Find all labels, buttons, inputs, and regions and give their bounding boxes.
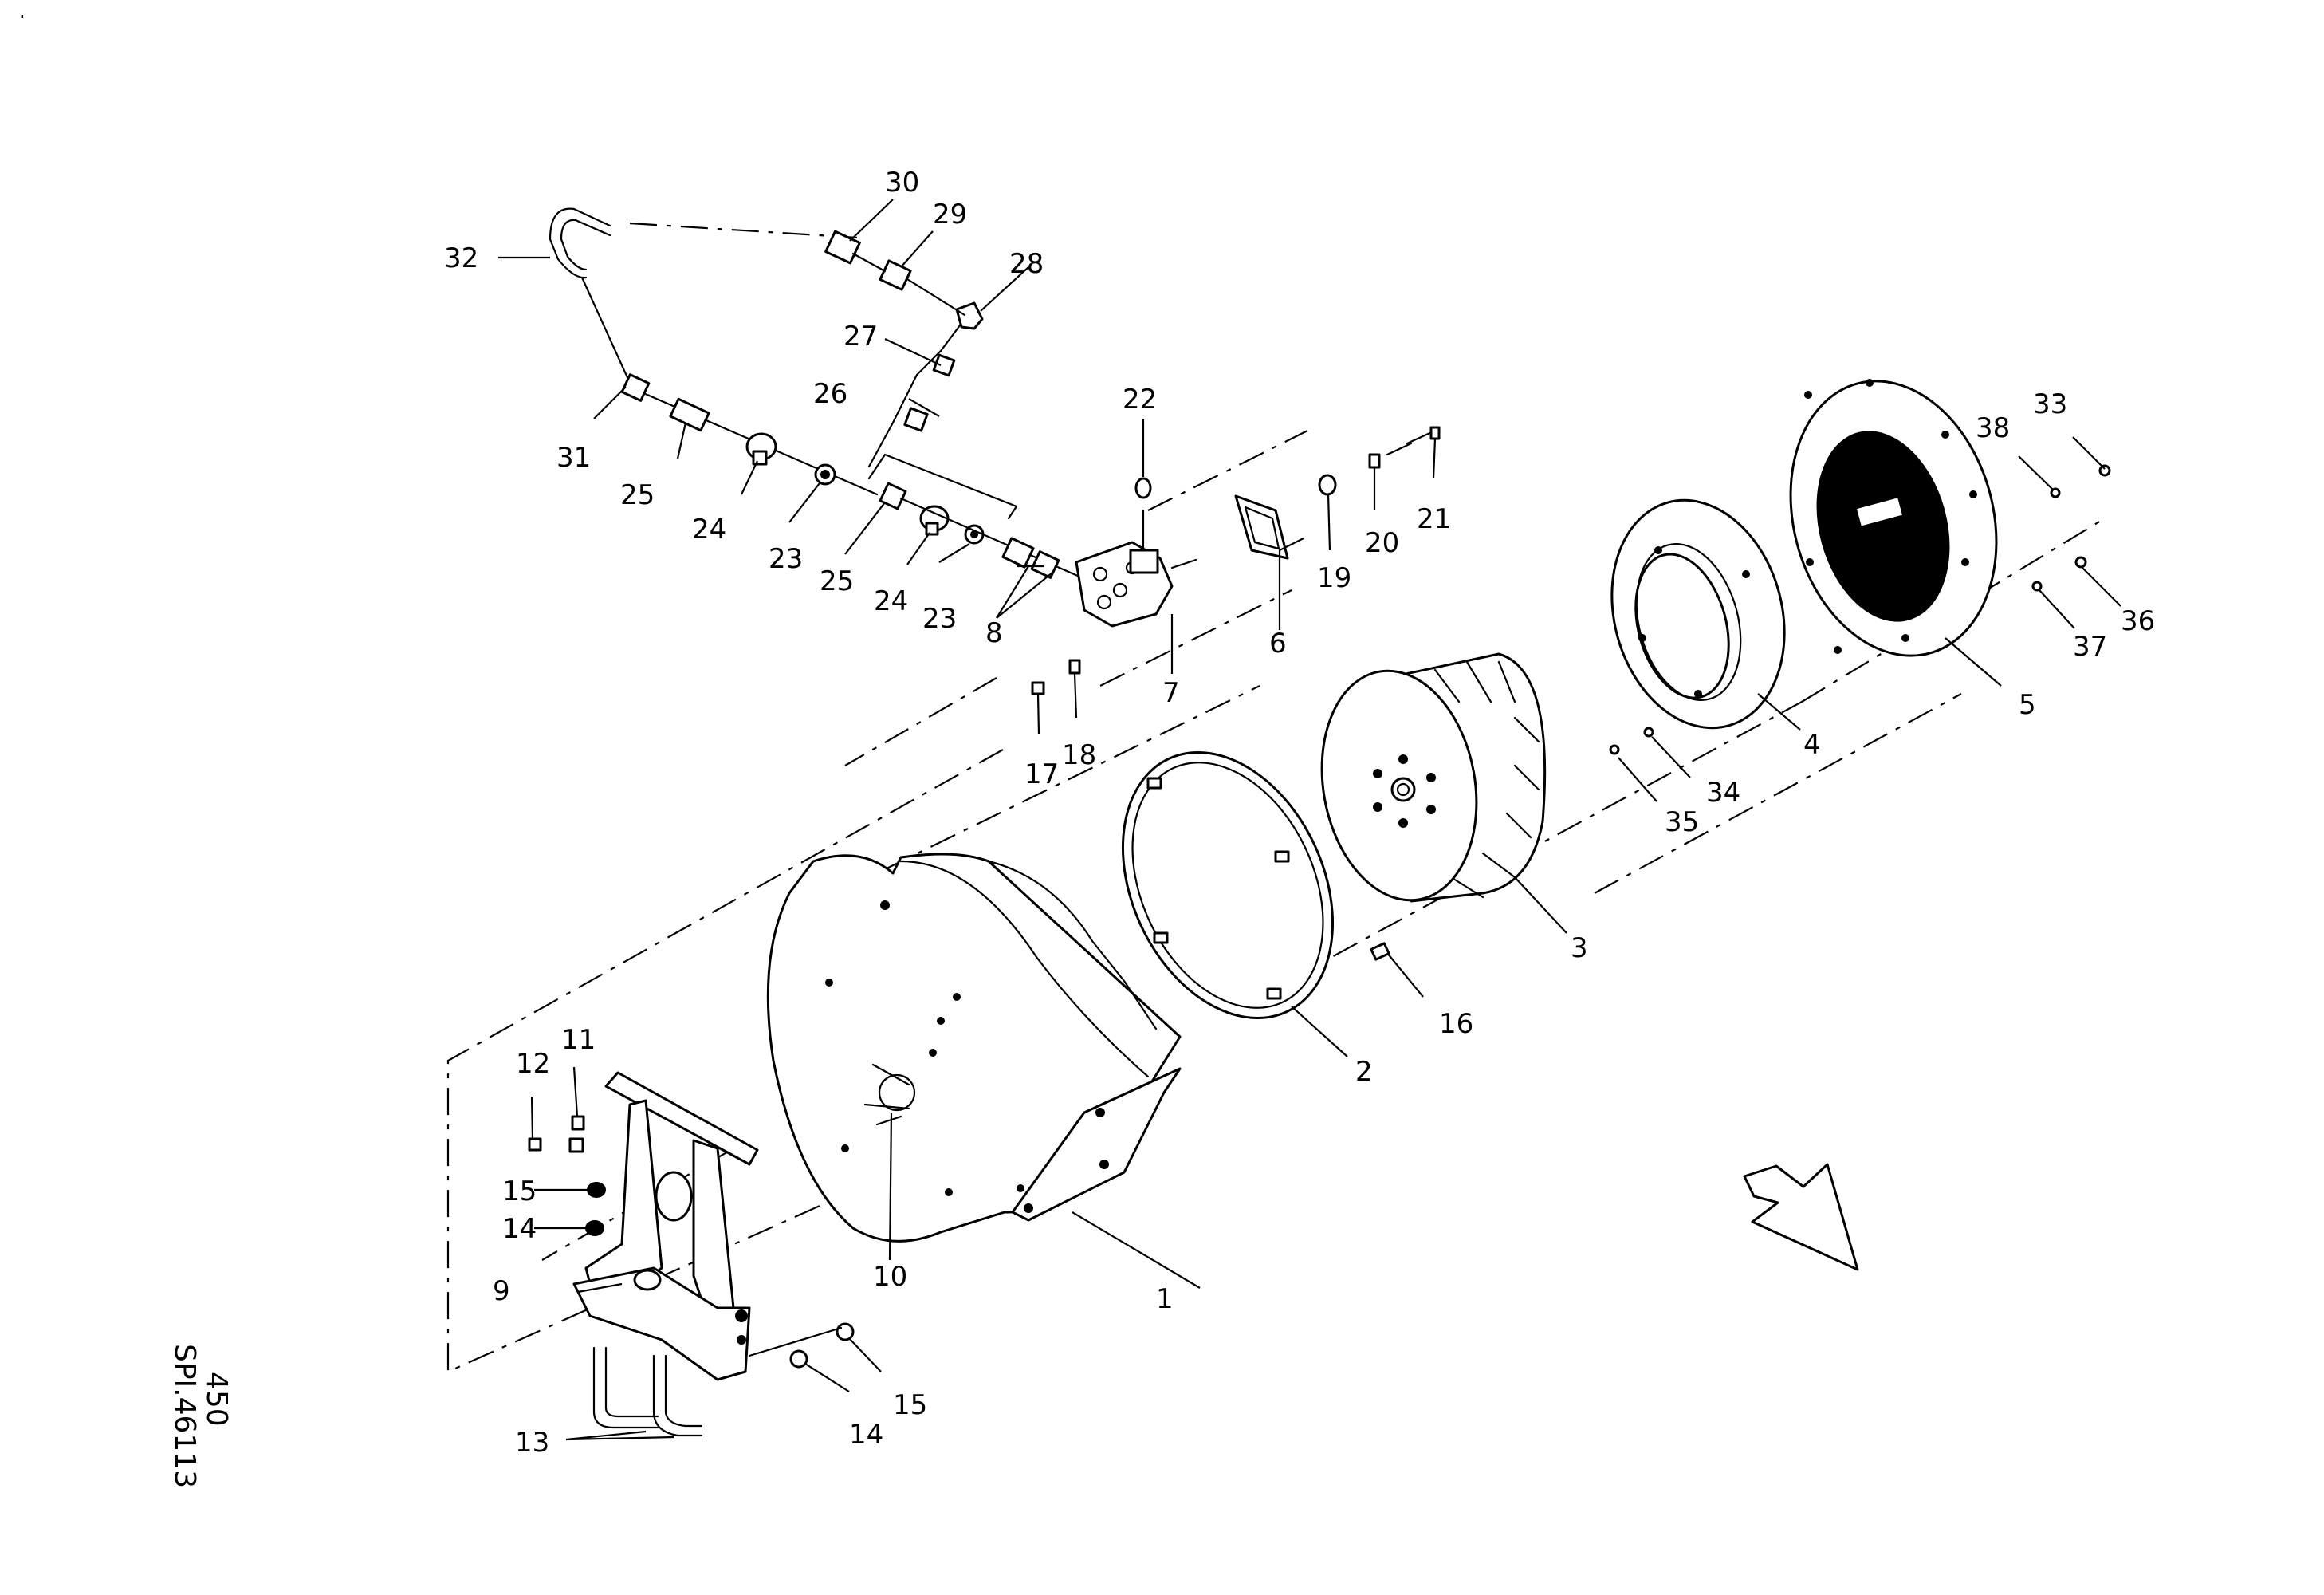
washer-14-lower xyxy=(789,1349,808,1369)
inlet-ring xyxy=(1121,750,1335,1020)
callout-13: 13 xyxy=(515,1427,549,1459)
support-bracket xyxy=(568,1071,759,1381)
callout-14-lower: 14 xyxy=(849,1419,883,1451)
drawing-code-line1: 450 xyxy=(200,1372,233,1427)
washer-37 xyxy=(2031,581,2043,592)
washer-19 xyxy=(1318,474,1337,496)
arrow-down-right-icon xyxy=(1743,1163,1859,1271)
callout-10: 10 xyxy=(873,1261,907,1293)
callout-29: 29 xyxy=(933,199,967,230)
callout-5: 5 xyxy=(2019,689,2036,721)
nut-33 xyxy=(2098,464,2111,477)
callout-24-a: 24 xyxy=(692,514,726,545)
screw-36 xyxy=(2074,556,2087,569)
elbow-fitting xyxy=(955,301,984,330)
washer-38 xyxy=(2050,487,2061,498)
nozzle-fittings xyxy=(1001,537,1035,569)
callouts: 1 2 3 4 5 6 7 8 9 10 11 12 13 14 14 15 1… xyxy=(444,167,2155,1459)
drawing-code: 450 SPI.46113 xyxy=(168,1344,233,1488)
gasket-plate xyxy=(1234,494,1289,560)
callout-36: 36 xyxy=(2121,605,2155,637)
callout-20: 20 xyxy=(1365,527,1399,559)
fuel-line-assembly xyxy=(549,207,1094,584)
callout-22: 22 xyxy=(1123,384,1157,415)
callout-15-upper: 15 xyxy=(502,1176,537,1207)
callout-31: 31 xyxy=(556,442,591,474)
corner-mark: . xyxy=(19,0,26,22)
nut-15-lower xyxy=(836,1322,855,1341)
callout-17: 17 xyxy=(1024,758,1059,790)
callout-2: 2 xyxy=(1355,1056,1373,1088)
screw-21 xyxy=(1429,426,1441,440)
drawing-code-line2: SPI.46113 xyxy=(168,1344,201,1488)
nut-20 xyxy=(1368,453,1381,469)
callout-37: 37 xyxy=(2073,631,2107,663)
bent-pipe xyxy=(549,207,611,279)
callout-4: 4 xyxy=(1803,729,1821,761)
callout-27: 27 xyxy=(843,321,878,352)
callout-6: 6 xyxy=(1269,628,1287,660)
inlet-cone xyxy=(1610,498,1786,730)
union-fitting xyxy=(669,397,710,432)
callout-18: 18 xyxy=(1062,739,1096,771)
callout-25-b: 25 xyxy=(820,565,854,597)
burner-head xyxy=(1075,477,1197,628)
callout-25-a: 25 xyxy=(620,479,655,511)
callout-23-a: 23 xyxy=(769,543,803,575)
callout-28: 28 xyxy=(1009,248,1044,280)
callout-21: 21 xyxy=(1417,503,1451,535)
callout-23-b: 23 xyxy=(922,603,957,635)
nut-11 xyxy=(571,1115,585,1131)
fan-wheel xyxy=(1320,652,1547,903)
dark-panel xyxy=(1816,431,1950,622)
leader-lines xyxy=(498,199,2121,1441)
callout-8: 8 xyxy=(985,617,1003,649)
callout-12: 12 xyxy=(516,1048,550,1080)
callout-26: 26 xyxy=(813,378,847,410)
nut-17 xyxy=(1031,681,1045,695)
callout-1: 1 xyxy=(1156,1283,1174,1315)
pipe-nut xyxy=(620,373,651,402)
callout-11: 11 xyxy=(561,1024,596,1056)
callout-15-lower: 15 xyxy=(893,1389,927,1421)
washer-35 xyxy=(1609,744,1620,755)
shaft-key xyxy=(1370,942,1390,961)
washer-14-upper xyxy=(585,1220,604,1236)
callout-16: 16 xyxy=(1439,1008,1473,1040)
callout-14-upper: 14 xyxy=(502,1213,537,1245)
nut-34 xyxy=(1643,727,1654,738)
callout-24-b: 24 xyxy=(874,585,908,617)
callout-35: 35 xyxy=(1665,806,1699,838)
screw-12 xyxy=(528,1137,542,1152)
cover-plate xyxy=(1789,379,1998,657)
callout-33: 33 xyxy=(2033,388,2067,420)
callout-34: 34 xyxy=(1706,777,1740,809)
blower-housing xyxy=(766,853,1182,1243)
u-bolts xyxy=(592,1346,703,1437)
callout-30: 30 xyxy=(885,167,919,199)
callout-19: 19 xyxy=(1317,562,1351,594)
callout-9: 9 xyxy=(493,1275,510,1307)
callout-32: 32 xyxy=(444,242,478,274)
nut-15-upper xyxy=(587,1182,606,1198)
callout-38: 38 xyxy=(1976,412,2010,444)
callout-3: 3 xyxy=(1571,932,1588,964)
pipe-coupling xyxy=(903,407,929,432)
callout-7: 7 xyxy=(1162,677,1180,709)
screw-18 xyxy=(1068,659,1081,675)
